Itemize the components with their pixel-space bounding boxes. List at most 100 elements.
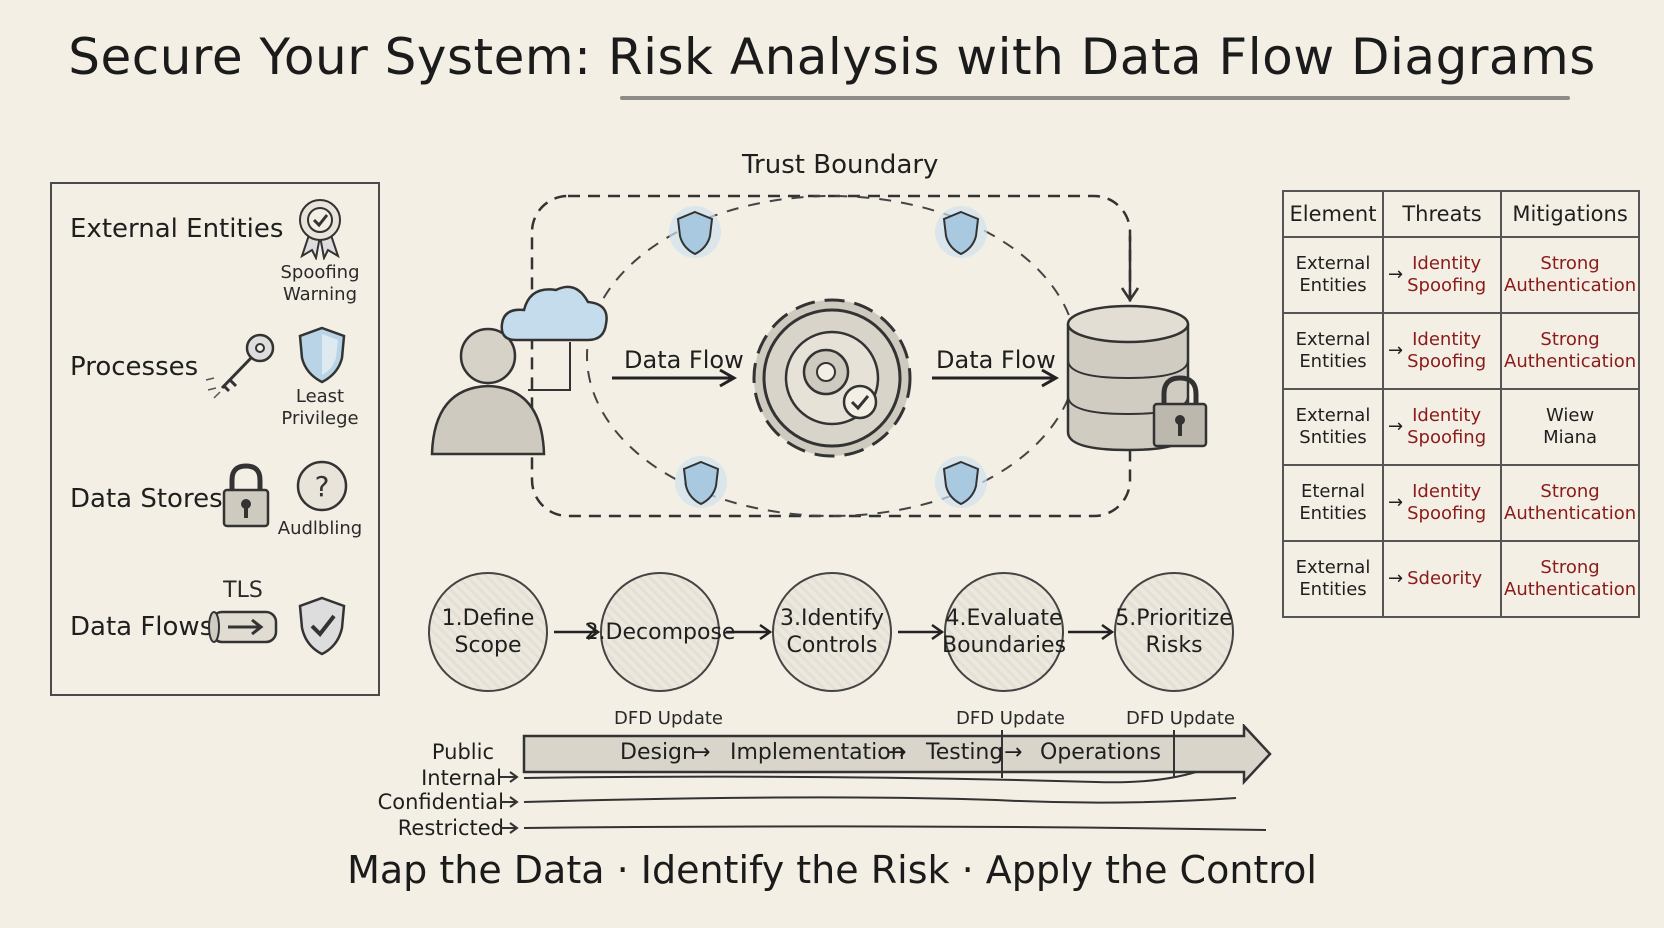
padlock-icon [222,463,270,528]
step-1-line1: 1.Define [441,606,535,631]
mitigation-cell-line: Authentication [1504,579,1637,600]
step-5-line1: 5.Prioritize [1115,606,1233,631]
boundary-shield-icon-4 [935,456,987,508]
step-5-line2: Risks [1145,633,1203,658]
element-cell-line: Entities [1299,275,1367,296]
least-privilege-line1: Least [295,386,345,407]
shield-icon [298,326,346,384]
step-2-line1: 2.Decompose [584,619,736,645]
mitigation-cell-line: Strong [1540,253,1600,274]
dfd-update-label-1: DFD Update [614,708,723,729]
page-title: Secure Your System: Risk Analysis with D… [68,28,1596,86]
threat-cell-line: Sdeority [1407,568,1483,589]
title-underline [620,96,1570,100]
phase-implementation: Implementation [730,740,905,765]
tls-caption: TLS [223,578,263,603]
step-3-line1: 3.Identify [779,606,885,631]
svg-text:?: ? [315,470,330,503]
data-flow-label-left: Data Flow [624,346,744,374]
threat-cell-line: Identity [1412,481,1482,502]
data-flow-arrow-left [612,368,738,388]
mitigation-cell-line: Authentication [1504,503,1637,524]
mitigation-cell-line: Miana [1543,427,1598,448]
mitigation-cell-line: Authentication [1504,351,1637,372]
process-gear-icon [752,298,912,458]
legend-data-flows-label: Data Flows [70,612,214,642]
step-1-line2: Scope [454,633,522,658]
element-cell-line: External [1295,253,1371,274]
class-label-internal: Internal [421,766,502,790]
threat-arrow-icon: → [1388,492,1404,513]
dfd-update-label-2: DFD Update [956,708,1065,729]
cloud-icon [500,285,608,342]
legend-processes-label: Processes [70,352,199,382]
mitigation-cell-line: Strong [1540,557,1600,578]
class-label-public: Public [431,740,494,764]
phase-arrow-1: → [692,740,711,765]
element-cell-line: External [1295,329,1371,350]
classification-line-restricted [523,825,1267,831]
step-arrow-1 [554,623,601,641]
phase-operations: Operations [1040,740,1161,765]
boundary-arrow [1120,236,1140,303]
threat-arrow-icon: → [1388,264,1404,285]
mitigation-cell-line: Strong [1540,481,1600,502]
threat-table-header: Element Threats Mitigations [1282,190,1641,238]
element-cell-line: Entities [1299,351,1367,372]
element-cell-line: Entities [1299,579,1367,600]
element-cell-line: Sntities [1299,427,1367,448]
element-cell-line: Eternal [1300,481,1366,502]
threat-arrow-icon: → [1388,568,1404,589]
boundary-shield-icon-1 [669,206,721,258]
step-arrow-2 [726,623,773,641]
lifecycle-band [522,724,1272,831]
step-4-line1: 4.Evaluate [945,606,1063,631]
classification-arrows [500,771,519,834]
element-cell-line: Entities [1299,503,1367,524]
auditing-caption: Audlbling [277,518,363,539]
user-icon [430,327,546,456]
threat-cell-line: Spoofing [1407,503,1487,524]
encrypted-pipe-icon [208,610,278,644]
step-3-line2: Controls [786,633,878,658]
phase-arrow-2: → [888,740,907,765]
classification-line-internal [523,771,1197,784]
least-privilege-line2: Privilege [281,408,359,429]
spoofing-warning-caption: Spoofing Warning [272,262,368,306]
threat-cell-line: Identity [1412,329,1482,350]
legend-external-entities-label: External Entities [70,214,284,244]
key-icon [205,333,275,399]
phase-arrow-3: → [1004,740,1023,765]
threat-cell-line: Identity [1412,253,1482,274]
threat-cell: →Sdeority [1382,540,1502,618]
spoofing-warning-line2: Warning [282,284,357,305]
mitigation-cell-line: Wiew [1545,405,1595,426]
question-icon: ? [296,460,348,512]
threat-cell-line: Spoofing [1407,427,1487,448]
header-element: Element [1282,190,1384,238]
least-privilege-caption: Least Privilege [272,386,368,430]
class-label-confidential: Confidential [377,790,504,814]
threat-arrow-icon: → [1388,340,1404,361]
threat-cell-line: Spoofing [1407,275,1487,296]
data-flow-arrow-right [932,368,1060,388]
mitigation-cell-line: Authentication [1504,275,1637,296]
